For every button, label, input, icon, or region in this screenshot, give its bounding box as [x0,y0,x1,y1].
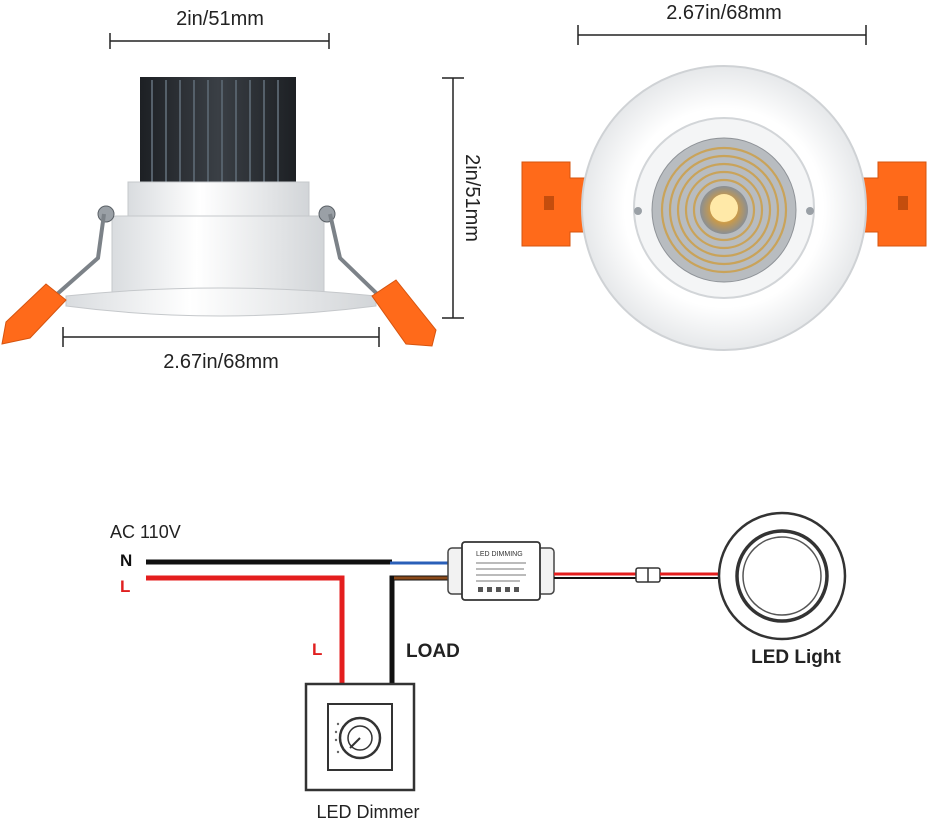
clip-left [1,283,67,345]
wire-live [146,575,345,686]
front-clip-left-slot [544,196,554,210]
pivot-right [806,207,814,215]
side-view: 2in/51mm [1,8,483,373]
neutral-label: N [120,551,132,570]
collar [127,181,310,221]
heatsink [140,77,296,185]
led-light-icon [717,511,847,641]
screw-left [97,205,115,223]
dim-side-top: 2in/51mm [176,8,264,30]
led-driver: LED DIMMING [447,541,555,601]
dim-line-side-height [442,77,464,319]
dim-line-front [577,25,867,45]
clip-right [371,279,437,347]
dim-line-side-top [109,33,330,49]
live-drop-label: L [312,640,322,659]
driver-label: LED DIMMING [476,551,523,558]
dim-front: 2.67in/68mm [666,2,782,24]
supply-label: AC 110V [110,522,181,542]
live-label: L [120,577,130,596]
wire-load [389,575,458,686]
flange [65,287,377,317]
driver-spec-lines [476,562,526,582]
pivot-left [634,207,642,215]
dim-line-side-bottom [62,327,380,347]
light-label: LED Light [751,647,841,668]
dimmer-scale-dots [334,722,340,754]
led-dimmer-icon [304,682,416,792]
driver-cert-marks [478,587,519,592]
dim-side-height: 2in/51mm [461,154,483,242]
dim-side-bottom: 2.67in/68mm [163,351,279,373]
front-clip-right-slot [898,196,908,210]
wiring-diagram: AC 110V N L L LOAD LED DIMMING [110,511,847,822]
led-core [710,194,738,222]
load-label: LOAD [406,641,460,662]
reflector-rings [660,146,788,274]
dimmer-label: LED Dimmer [316,802,419,822]
front-view: 2.67in/68mm [521,2,927,351]
lamp-body [111,215,325,299]
